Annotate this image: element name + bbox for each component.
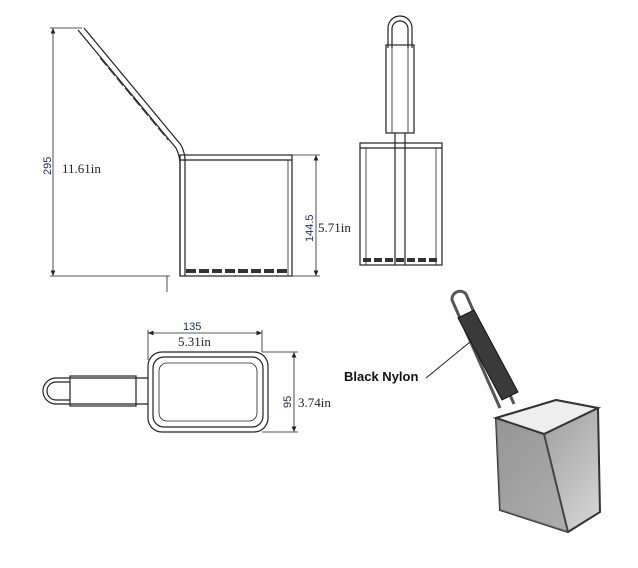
top-view: 135 5.31in 95 3.74in (42, 321, 331, 433)
depth-in: 3.74in (298, 395, 331, 410)
width-mm: 135 (183, 321, 201, 333)
callout-black-nylon: Black Nylon (344, 369, 418, 384)
width-in: 5.31in (178, 334, 211, 349)
basket-height-in: 5.71in (318, 220, 351, 235)
basket-height-mm: 144.5 (304, 214, 316, 242)
height-mm: 295 (42, 157, 54, 175)
basket-side (179, 154, 293, 277)
height-in: 11.61in (62, 161, 101, 176)
black-nylon-grip (457, 309, 519, 401)
iso-view: Black Nylon (344, 289, 602, 534)
handle-side (77, 27, 186, 276)
front-view (359, 15, 443, 266)
side-view: 295 11.61in 144.5 5.71in (42, 27, 351, 292)
callout-leader (425, 341, 471, 379)
depth-mm: 95 (282, 396, 294, 408)
